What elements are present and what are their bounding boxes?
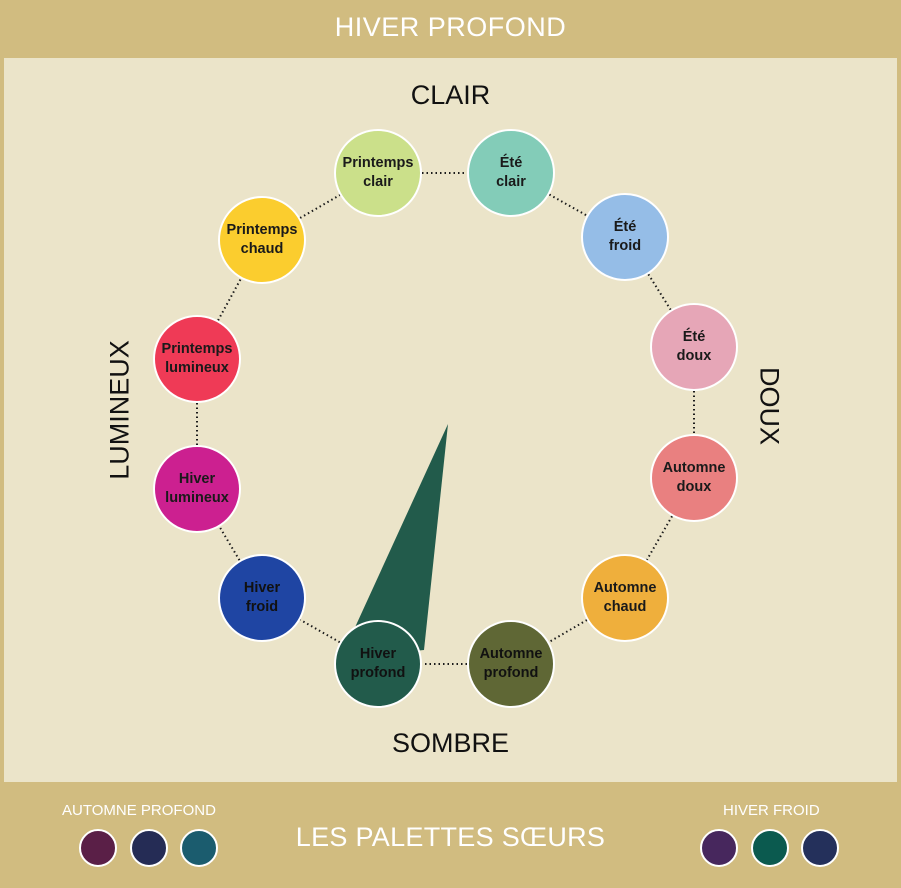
season-node-ete-froid: Été froid [581,193,669,281]
season-node-printemps-lumineux: Printemps lumineux [153,315,241,403]
season-node-printemps-chaud: Printemps chaud [218,196,306,284]
swatch-left-1 [79,829,117,867]
sister-left-label: AUTOMNE PROFOND [62,802,216,819]
season-node-label: Automne chaud [593,580,657,615]
season-node-ete-doux: Été doux [650,303,738,391]
season-node-label: Été doux [676,329,712,364]
season-node-label: Été froid [608,219,642,254]
wheel-link [647,273,672,311]
season-node-label: Été clair [496,155,526,190]
wheel-dotted-links [196,172,695,665]
sister-right-label: HIVER FROID [723,802,820,819]
swatch-left-2 [130,829,168,867]
season-node-ete-clair: Été clair [467,129,555,217]
wheel-link [548,193,588,217]
season-node-automne-chaud: Automne chaud [581,554,669,642]
sister-palettes-footer: AUTOMNE PROFOND LES PALETTES SŒURS HIVER… [0,782,901,888]
season-node-label: Printemps chaud [226,222,298,257]
wheel-link [217,278,242,321]
season-node-printemps-clair: Printemps clair [334,129,422,217]
season-node-hiver-froid: Hiver froid [218,554,306,642]
swatch-right-1 [700,829,738,867]
direction-label-top: CLAIR [410,80,491,110]
season-node-label: Printemps clair [342,155,414,190]
season-node-automne-profond: Automne profond [467,620,555,708]
season-node-label: Hiver profond [350,646,406,681]
page-title: HIVER PROFOND [334,12,567,42]
sister-palettes-title: LES PALETTES SŒURS [295,822,606,852]
season-node-label: Hiver froid [243,580,281,615]
season-wheel [196,172,695,665]
wheel-link [218,526,241,561]
color-wheel-panel: CLAIR SOMBRE LUMINEUX DOUX Printemps cla… [4,58,897,782]
wheel-link [299,618,341,644]
season-node-hiver-profond: Hiver profond [334,620,422,708]
season-node-label: Automne profond [479,646,543,681]
season-node-label: Printemps lumineux [161,341,233,376]
season-node-automne-doux: Automne doux [650,434,738,522]
wheel-link [299,194,341,219]
wheel-link [646,515,673,561]
direction-label-bottom: SOMBRE [391,728,510,758]
swatch-left-3 [180,829,218,867]
season-node-hiver-lumineux: Hiver lumineux [153,445,241,533]
wheel-link [548,619,588,643]
swatch-right-3 [801,829,839,867]
swatch-right-2 [751,829,789,867]
season-node-label: Automne doux [662,460,726,495]
season-pointer [341,424,448,658]
header-bar: HIVER PROFOND [0,0,901,58]
season-node-label: Hiver lumineux [165,471,229,506]
